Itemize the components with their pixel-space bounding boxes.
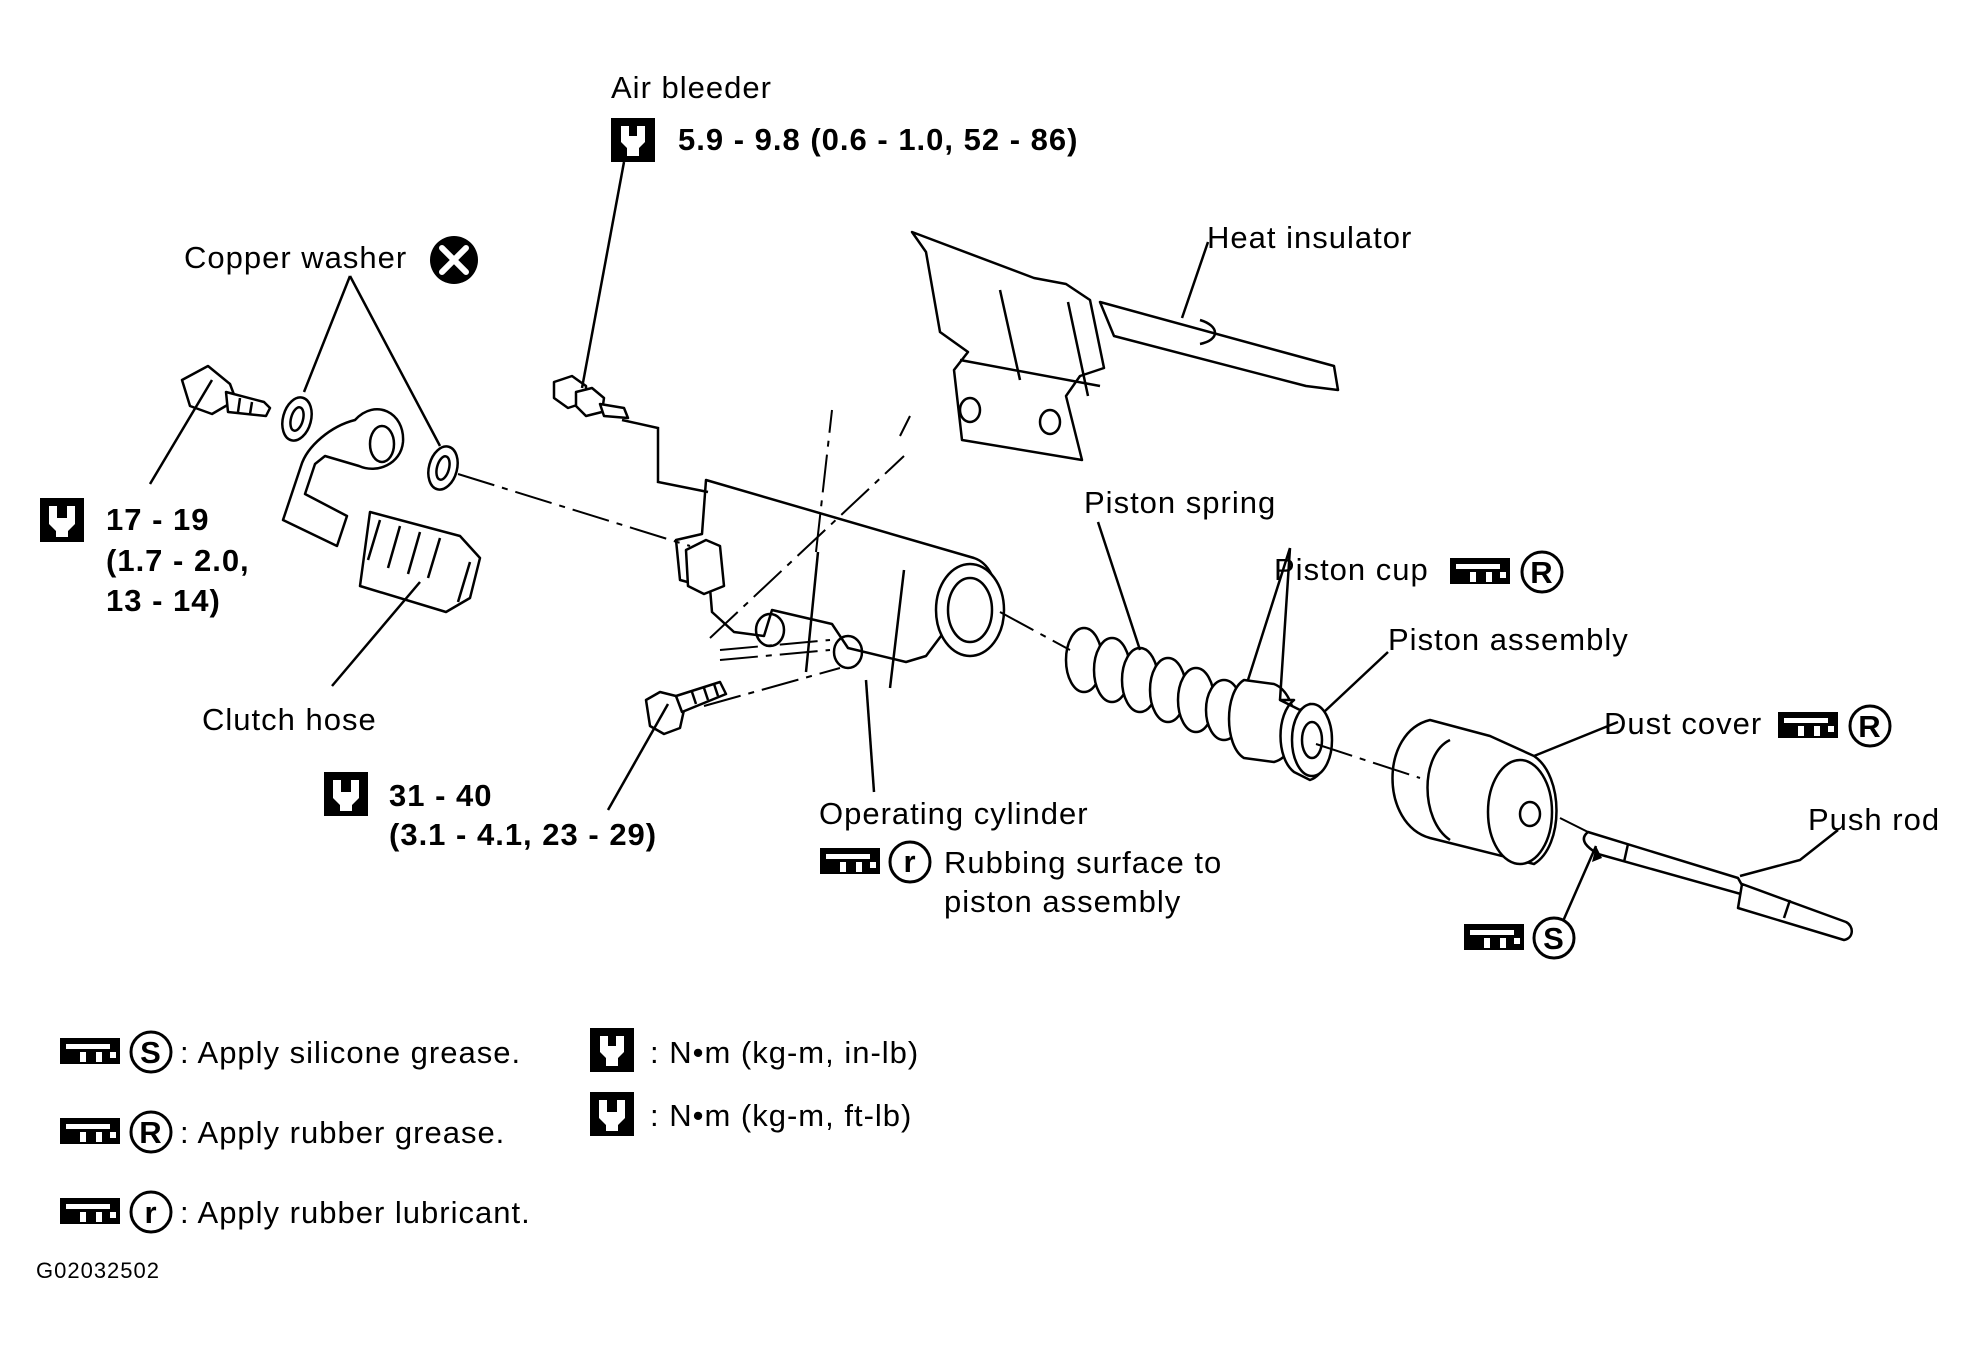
svg-text:r: r bbox=[903, 844, 916, 879]
air-bleeder-label: Air bleeder bbox=[611, 70, 772, 105]
grease-gun-icon bbox=[60, 1198, 120, 1224]
heat-insulator-label: Heat insulator bbox=[1207, 220, 1412, 255]
rubbing-surface-line1: Rubbing surface to bbox=[944, 845, 1222, 880]
piston-assembly bbox=[1227, 678, 1334, 782]
air-bleeder-torque: 5.9 - 9.8 (0.6 - 1.0, 52 - 86) bbox=[678, 122, 1078, 157]
piston-assembly-label: Piston assembly bbox=[1388, 622, 1629, 657]
legend-rubber-lubricant-symbol: r bbox=[144, 1195, 157, 1230]
grease-gun-icon bbox=[1778, 712, 1838, 738]
legend: S : Apply silicone grease. R : Apply rub… bbox=[60, 1028, 919, 1234]
torque-wrench-icon bbox=[611, 118, 655, 162]
legend-rubber-lubricant-text: : Apply rubber lubricant. bbox=[180, 1195, 531, 1230]
do-not-reuse-icon bbox=[430, 236, 478, 284]
bolt-torque-line1: 17 - 19 bbox=[106, 502, 210, 537]
figure-code: G02032502 bbox=[36, 1258, 160, 1283]
piston-spring-label: Piston spring bbox=[1084, 485, 1276, 520]
torque-wrench-icon bbox=[590, 1028, 634, 1072]
mount-torque-line1: 31 - 40 bbox=[389, 778, 493, 813]
svg-text:S: S bbox=[1543, 921, 1565, 956]
grease-gun-icon bbox=[1450, 558, 1510, 584]
legend-nm-inlb: : N•m (kg-m, in-lb) bbox=[650, 1035, 919, 1070]
bolt-torque-line2: (1.7 - 2.0, bbox=[106, 543, 250, 578]
legend-silicone-text: : Apply silicone grease. bbox=[180, 1035, 521, 1070]
torque-wrench-icon bbox=[324, 772, 368, 816]
mounting-bolt bbox=[644, 680, 728, 736]
torque-wrench-icon bbox=[40, 498, 84, 542]
dust-cover-label: Dust cover bbox=[1604, 706, 1762, 741]
clutch-hose bbox=[281, 408, 482, 614]
push-rod-label: Push rod bbox=[1808, 802, 1940, 837]
rubber-lubricant-symbol: r bbox=[888, 840, 932, 884]
rubbing-surface-line2: piston assembly bbox=[944, 884, 1181, 919]
air-bleeder bbox=[552, 374, 630, 420]
legend-silicone-symbol: S bbox=[140, 1035, 162, 1070]
grease-gun-icon bbox=[60, 1038, 120, 1064]
legend-rubber-grease-symbol: R bbox=[139, 1115, 162, 1150]
torque-wrench-icon bbox=[590, 1092, 634, 1136]
grease-gun-icon bbox=[1464, 924, 1524, 950]
banjo-bolt bbox=[180, 364, 272, 418]
bolt-torque-line3: 13 - 14) bbox=[106, 583, 221, 618]
copper-washer-label: Copper washer bbox=[184, 240, 407, 275]
dust-cover bbox=[1391, 718, 1558, 866]
legend-nm-ftlb: : N•m (kg-m, ft-lb) bbox=[650, 1098, 912, 1133]
mount-torque-line2: (3.1 - 4.1, 23 - 29) bbox=[389, 817, 657, 852]
svg-text:R: R bbox=[1858, 709, 1881, 744]
silicone-grease-symbol: S bbox=[1532, 916, 1576, 960]
copper-washer-right bbox=[427, 445, 459, 491]
piston-cup-label: Piston cup bbox=[1274, 552, 1429, 587]
push-rod bbox=[1582, 830, 1853, 942]
rubber-grease-symbol: R bbox=[1848, 704, 1892, 748]
operating-cylinder bbox=[674, 478, 1006, 689]
clutch-hose-label: Clutch hose bbox=[202, 702, 377, 737]
operating-cylinder-label: Operating cylinder bbox=[819, 796, 1089, 831]
heat-insulator bbox=[910, 230, 1340, 462]
grease-gun-icon bbox=[820, 848, 880, 874]
svg-text:R: R bbox=[1530, 555, 1553, 590]
piston-spring bbox=[1064, 626, 1244, 742]
legend-rubber-grease-text: : Apply rubber grease. bbox=[180, 1115, 505, 1150]
copper-washer-left bbox=[281, 396, 313, 442]
rubber-grease-symbol: R bbox=[1520, 550, 1564, 594]
grease-gun-icon bbox=[60, 1118, 120, 1144]
